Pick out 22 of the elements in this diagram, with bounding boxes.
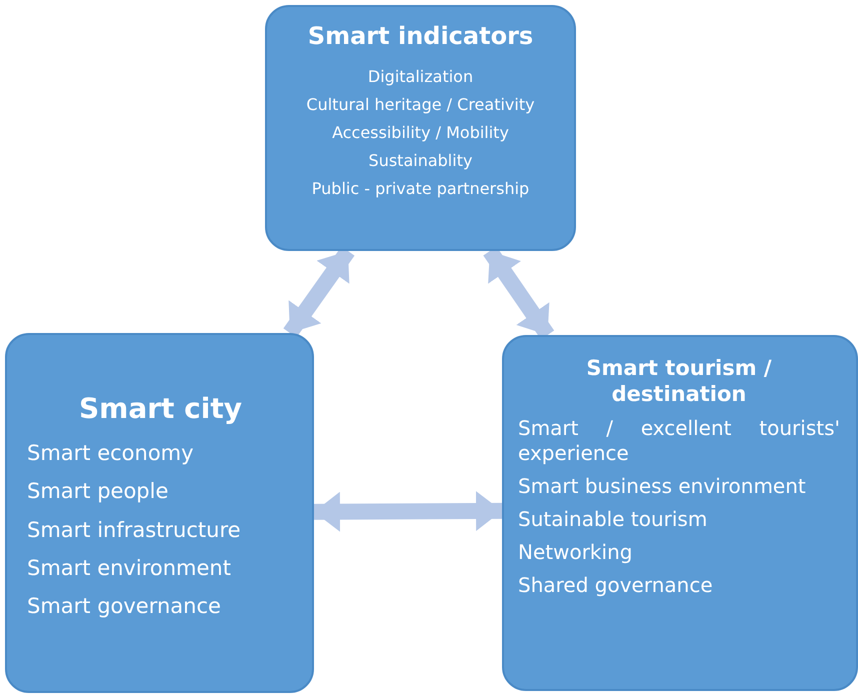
list-item: Smart environment: [27, 554, 232, 581]
list-item: Sutainable tourism: [518, 506, 708, 532]
list-item: Smart business environment: [518, 474, 807, 498]
list-item: Digitalization: [366, 67, 474, 87]
box-heading: Smart indicators: [306, 21, 534, 51]
rounded-box: [502, 335, 858, 691]
list-item: Smart / excellent tourists' experience: [518, 416, 840, 466]
list-item: Sustainablity: [368, 151, 474, 171]
list-item: Smart economy: [27, 440, 195, 466]
double-arrow: [314, 491, 502, 532]
list-item: Smart people: [27, 478, 170, 504]
list-item: Shared governance: [518, 572, 714, 598]
list-item: Networking: [518, 540, 634, 564]
rounded-box: [265, 5, 576, 251]
box-heading: Smart tourism / destination: [585, 355, 773, 408]
box-heading: Smart city: [78, 391, 243, 426]
list-item: Smart governance: [27, 593, 222, 620]
rounded-box: [5, 333, 314, 693]
list-item: Smart infrastructure: [27, 516, 242, 543]
list-item: Accessibility / Mobility: [331, 123, 510, 143]
list-item: Public - private partnership: [310, 179, 530, 199]
list-item: Cultural heritage / Creativity: [305, 95, 536, 115]
